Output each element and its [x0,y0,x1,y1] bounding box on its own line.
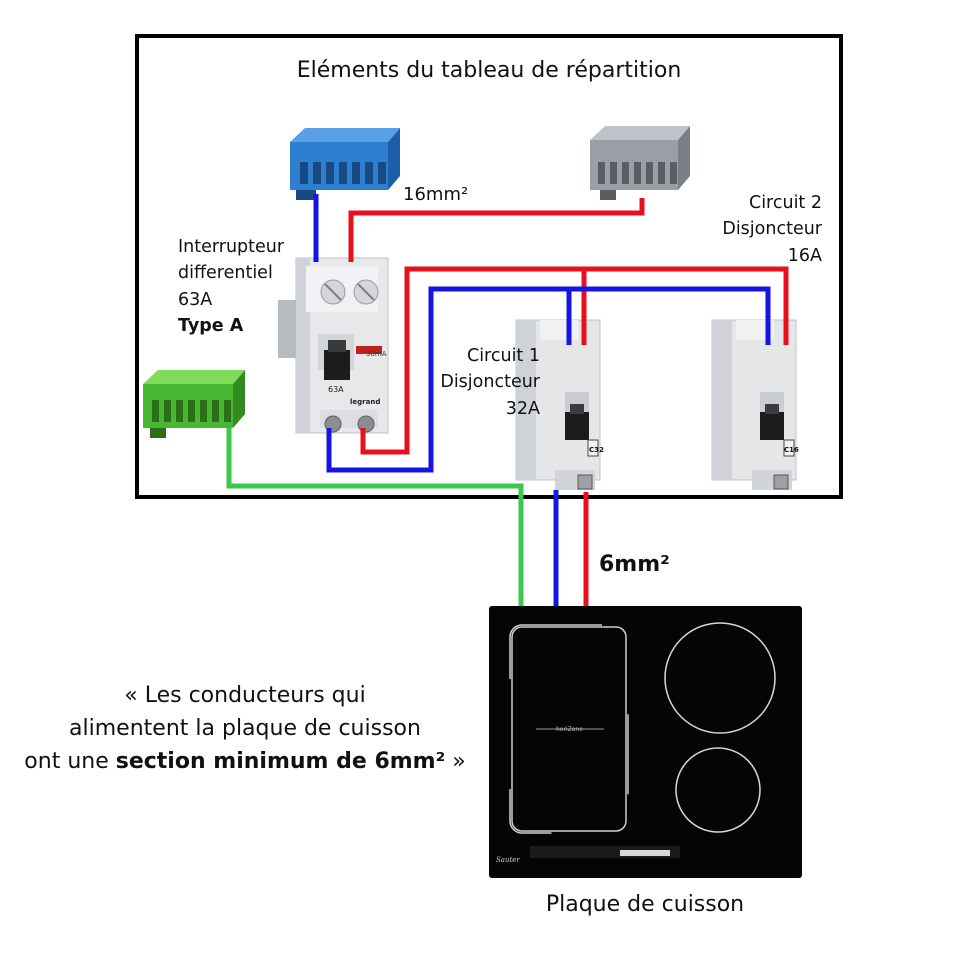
quote-line1: « Les conducteurs qui [124,683,366,708]
c2-device-rating: C16 [784,446,799,454]
c1-label-line3: 32A [505,398,540,419]
differential-switch: 30mA 63A legrand [278,257,389,434]
quote-text: « Les conducteurs qui alimentent la plaq… [10,679,480,778]
circuit-2-label: Circuit 2 Disjoncteur 16A [700,190,822,269]
c2-label-line2: Disjoncteur [722,219,822,240]
circuit-2-breaker: C16 [711,319,799,490]
ad-label-line3: 63A [178,289,213,310]
c2-label-line1: Circuit 2 [748,193,822,213]
ad-device-rating: 63A [328,385,344,394]
hob-zone-bottom-right [675,747,761,833]
phase-wire-16mm [348,198,645,262]
section-16mm-label: 16mm² [403,184,469,205]
c1-label-line2: Disjoncteur [440,372,540,393]
ad-device-brand: legrand [350,398,380,406]
section-6mm-label: 6mm² [599,552,670,577]
phase-busbar [590,126,690,200]
circuit-1-label: Circuit 1 Disjoncteur 32A [428,343,540,422]
quote-line2: alimentent la plaque de cuisson [69,716,421,741]
hob-zone-top-right [664,622,776,734]
earth-busbar [143,370,245,438]
hob-zone-label: horiZone [556,726,583,733]
c1-device-rating: C32 [589,446,604,454]
induction-hob: horiZone Sauter [489,606,802,878]
neutral-busbar [290,128,400,200]
panel-title: Eléments du tableau de répartition [296,58,682,83]
differential-switch-label: Interrupteur differentiel 63A Type A [178,234,284,339]
neutral-wire-distribution [326,286,771,473]
quote-line3: ont une section minimum de 6mm² » [24,749,466,774]
c1-label-line1: Circuit 1 [466,346,540,366]
ad-label-line1: Interrupteur [178,237,285,257]
hob-brand: Sauter [496,856,520,864]
earth-wire [226,428,524,608]
hob-zone-left [509,624,629,834]
c2-label-line3: 16A [787,245,822,266]
hob-label: Plaque de cuisson [545,892,745,917]
ad-device-sensitivity: 30mA [366,350,387,358]
ad-label-line4: Type A [178,315,244,336]
phase-wire-distribution [360,266,789,455]
ad-label-line2: differentiel [178,263,273,284]
